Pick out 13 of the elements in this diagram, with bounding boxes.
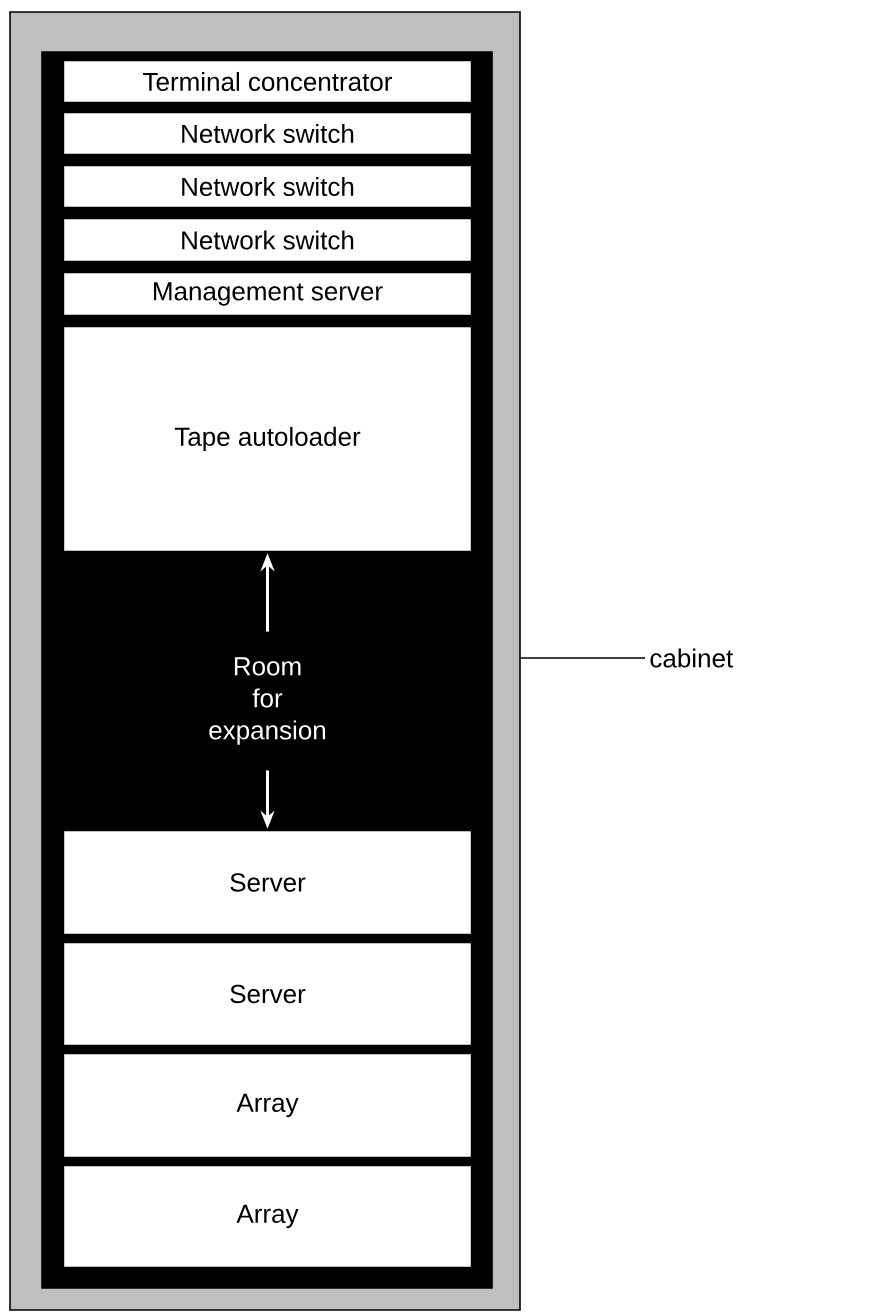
rack-unit: Server	[61, 940, 474, 1048]
rack-unit: Array	[61, 1163, 474, 1270]
rack-unit: Management server	[61, 270, 474, 318]
expansion-label: Room for expansion	[200, 640, 335, 762]
leader-line	[520, 657, 646, 659]
rack-unit: Network switch	[61, 163, 474, 210]
rack-unit: Network switch	[61, 216, 474, 264]
callout-label: cabinet	[650, 648, 733, 668]
rack-unit: Terminal concentrator	[61, 58, 474, 105]
rack-unit: Network switch	[61, 110, 474, 157]
rack-unit: Array	[61, 1051, 474, 1160]
rack-unit: Tape autoloader	[61, 324, 474, 554]
rack-unit: Server	[61, 828, 474, 937]
